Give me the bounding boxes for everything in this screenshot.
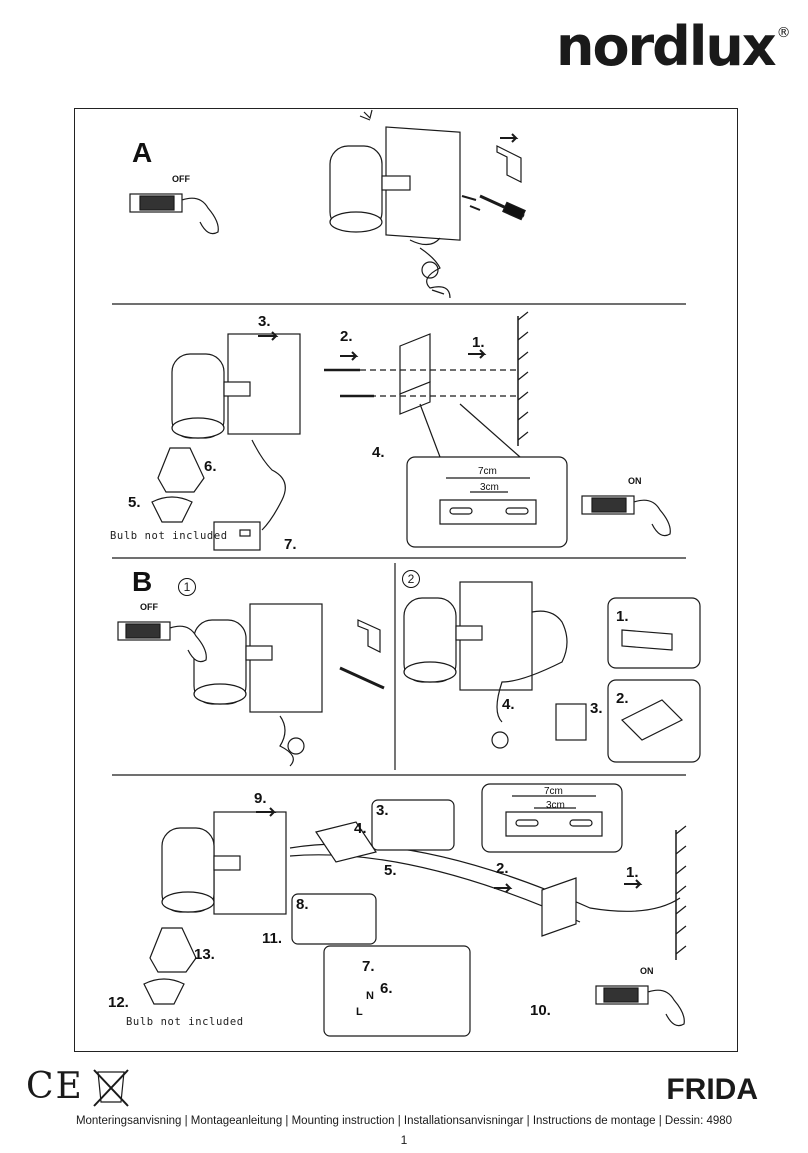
bracket-b1 bbox=[357, 619, 381, 653]
switch-off-label-a: OFF bbox=[172, 174, 190, 184]
detail-b3-6-7 bbox=[323, 945, 471, 1037]
bulb-b3 bbox=[143, 927, 197, 1005]
step-b2-4: 4. bbox=[502, 696, 515, 713]
wall-switch-a-on bbox=[581, 495, 671, 537]
step-a-2: 2. bbox=[340, 328, 353, 345]
step-b3-2: 2. bbox=[496, 860, 509, 877]
switch-off-label-b: OFF bbox=[140, 602, 158, 612]
step-b3-5: 5. bbox=[384, 862, 397, 879]
bracket-b3 bbox=[541, 877, 577, 937]
detail-b3-8 bbox=[291, 893, 377, 945]
section-b-sub-2: 2 bbox=[402, 570, 420, 588]
step-a-7: 7. bbox=[284, 536, 297, 553]
step-a-5: 5. bbox=[128, 494, 141, 511]
step-a-1: 1. bbox=[472, 334, 485, 351]
ce-mark: CE bbox=[26, 1066, 84, 1107]
step-b3-8: 8. bbox=[296, 896, 309, 913]
step-b2-1: 1. bbox=[616, 608, 629, 625]
step-b2-2: 2. bbox=[616, 690, 629, 707]
terminal-block-b3 bbox=[315, 821, 377, 863]
wall-switch-a bbox=[129, 193, 219, 235]
bulb-note-a: Bulb not included bbox=[110, 530, 228, 542]
junction-box-b2 bbox=[555, 703, 587, 741]
step-b3-10: 10. bbox=[530, 1002, 551, 1019]
dimension-inner-b: 3cm bbox=[546, 800, 565, 811]
step-b3-4: 4. bbox=[354, 820, 367, 837]
step-a-6: 6. bbox=[204, 458, 217, 475]
screwdriver-a1 bbox=[479, 194, 526, 221]
page-number: 1 bbox=[400, 1133, 408, 1147]
step-b3-1: 1. bbox=[626, 864, 639, 881]
step-b3-13: 13. bbox=[194, 946, 215, 963]
lamp-illustration-a1 bbox=[329, 126, 461, 299]
step-a-3: 3. bbox=[258, 313, 271, 330]
dimension-outer-a: 7cm bbox=[478, 466, 497, 477]
step-b3-9: 9. bbox=[254, 790, 267, 807]
dimension-outer-b: 7cm bbox=[544, 786, 563, 797]
bracket-a1 bbox=[496, 145, 522, 183]
section-b-sub-1: 1 bbox=[178, 578, 196, 596]
step-a-4: 4. bbox=[372, 444, 385, 461]
step-b3-3: 3. bbox=[376, 802, 389, 819]
detail-b3-3 bbox=[371, 799, 455, 851]
footer-text: Monteringsanvisning | Montageanleitung |… bbox=[75, 1115, 733, 1127]
brand-logo: nordlux® bbox=[556, 15, 791, 78]
section-label-a: A bbox=[132, 137, 153, 168]
dimension-inner-a: 3cm bbox=[480, 482, 499, 493]
step-b3-11: 11. bbox=[262, 930, 283, 947]
bracket-a2 bbox=[399, 333, 431, 415]
wall-a bbox=[517, 311, 529, 446]
product-name: FRIDA bbox=[666, 1073, 758, 1106]
lamp-illustration-b3 bbox=[161, 811, 287, 915]
power-socket-a bbox=[213, 521, 261, 551]
step-b2-3: 3. bbox=[590, 700, 603, 717]
step-b3-12: 12. bbox=[108, 994, 129, 1011]
wire-label-l: L bbox=[356, 1006, 363, 1018]
lamp-illustration-a2 bbox=[171, 333, 301, 531]
switch-on-label-b: ON bbox=[640, 966, 654, 976]
step-b3-7: 7. bbox=[362, 958, 375, 975]
lamp-illustration-b2 bbox=[403, 581, 568, 749]
section-label-b: B bbox=[132, 566, 153, 597]
wall-b3 bbox=[675, 825, 687, 960]
lamp-illustration-b1 bbox=[193, 603, 323, 767]
instruction-frame bbox=[74, 108, 738, 1052]
wire-label-n: N bbox=[366, 990, 374, 1002]
bulb-a bbox=[151, 447, 205, 523]
bulb-note-b: Bulb not included bbox=[126, 1016, 244, 1028]
switch-on-label-a: ON bbox=[628, 476, 642, 486]
step-b3-6: 6. bbox=[380, 980, 393, 997]
weee-bin-icon bbox=[93, 1069, 129, 1107]
